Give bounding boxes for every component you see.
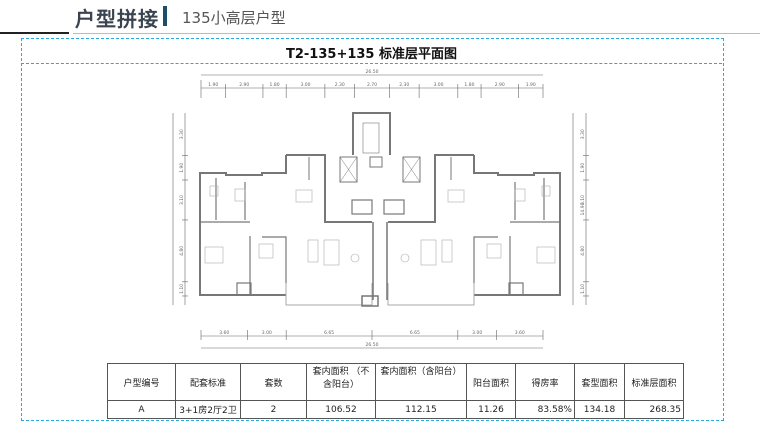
table-header-cell: 户型编号 — [107, 363, 176, 401]
table-header-cell: 套内面积（含阳台） — [375, 363, 467, 401]
table-header-cell: 配套标准 — [175, 363, 241, 401]
header-title: 户型拼接 — [75, 7, 159, 31]
table-header-cell: 套型面积 — [574, 363, 625, 401]
dimension-label: 4.80 — [179, 246, 185, 256]
table-cell: 3+1房2厅2卫 — [175, 400, 241, 419]
table-cell: 2 — [240, 400, 307, 419]
table-header-cell: 套内面积 （不含阳台） — [306, 363, 376, 401]
dimension-label: 1.80 — [270, 82, 280, 88]
floor-plan-left-unit — [387, 154, 561, 306]
dimension-label: 2.30 — [335, 82, 345, 88]
dimension-label: 2.70 — [367, 82, 377, 88]
floor-plan-right-unit — [387, 154, 561, 306]
table-cell: 112.15 — [375, 400, 467, 419]
furniture — [204, 185, 360, 266]
dimension-lines — [172, 74, 589, 349]
table-cell: 134.18 — [574, 400, 625, 419]
plan-title-row: T2-135+135 标准层平面图 — [21, 38, 722, 64]
table-cell: 83.58% — [515, 400, 575, 419]
plan-title: T2-135+135 标准层平面图 — [286, 47, 457, 62]
dimension-label: 3.10 — [580, 195, 586, 205]
table-cell: 268.35 — [624, 400, 684, 419]
dimension-label: 3.10 — [179, 195, 185, 205]
floor-plan-left-unit — [199, 154, 373, 306]
table-header-cell: 标准层面积 — [624, 363, 684, 401]
table-header-cell: 阳台面积 — [466, 363, 516, 401]
dimension-label: 3.00 — [433, 82, 443, 88]
dimension-label: 4.80 — [580, 246, 586, 256]
dimension-label: 3.30 — [580, 129, 586, 139]
table-header-cell: 得房率 — [515, 363, 575, 401]
dimension-label: 3.60 — [515, 330, 525, 336]
dimension-label: 2.30 — [399, 82, 409, 88]
unit-info-table: 户型编号配套标准套数套内面积 （不含阳台）套内面积（含阳台）阳台面积得房率套型面… — [107, 363, 684, 419]
table-cell: 11.26 — [466, 400, 516, 419]
table-cell: 106.52 — [306, 400, 376, 419]
dimension-label: 1.10 — [580, 284, 586, 294]
dimension-label: 2.90 — [495, 82, 505, 88]
dimension-label: 1.80 — [464, 82, 474, 88]
dimension-label: 1.90 — [526, 82, 536, 88]
header-subtitle: 135小高层户型 — [182, 9, 286, 27]
dimension-label: 6.65 — [324, 330, 334, 336]
dimension-label: 3.60 — [219, 330, 229, 336]
header-underline-gray — [73, 33, 760, 34]
stair-core — [351, 112, 405, 307]
dimension-label: 3.00 — [301, 82, 311, 88]
dimension-label: 14.90 — [580, 202, 586, 215]
header-separator — [163, 6, 167, 26]
furniture — [400, 185, 556, 266]
table-header-cell: 套数 — [240, 363, 307, 401]
dimension-label: 1.90 — [208, 82, 218, 88]
dimension-label: 3.00 — [262, 330, 272, 336]
dimension-label: 1.90 — [580, 163, 586, 173]
header-underline-dark — [0, 32, 69, 34]
table-cell: A — [107, 400, 176, 419]
dimension-label: 26.50 — [366, 69, 379, 75]
dimension-label: 26.50 — [366, 342, 379, 348]
plan-frame — [21, 38, 724, 421]
dimension-label: 3.00 — [472, 330, 482, 336]
dimension-labels: 26.50 1.90 2.90 1.80 3.00 2.30 2.70 2.30 3.00 1.8… — [179, 69, 586, 348]
dimension-label: 1.10 — [179, 284, 185, 294]
dimension-label: 2.90 — [239, 82, 249, 88]
dimension-label: 3.30 — [179, 129, 185, 139]
dimension-label: 1.90 — [179, 163, 185, 173]
dimension-label: 6.65 — [410, 330, 420, 336]
